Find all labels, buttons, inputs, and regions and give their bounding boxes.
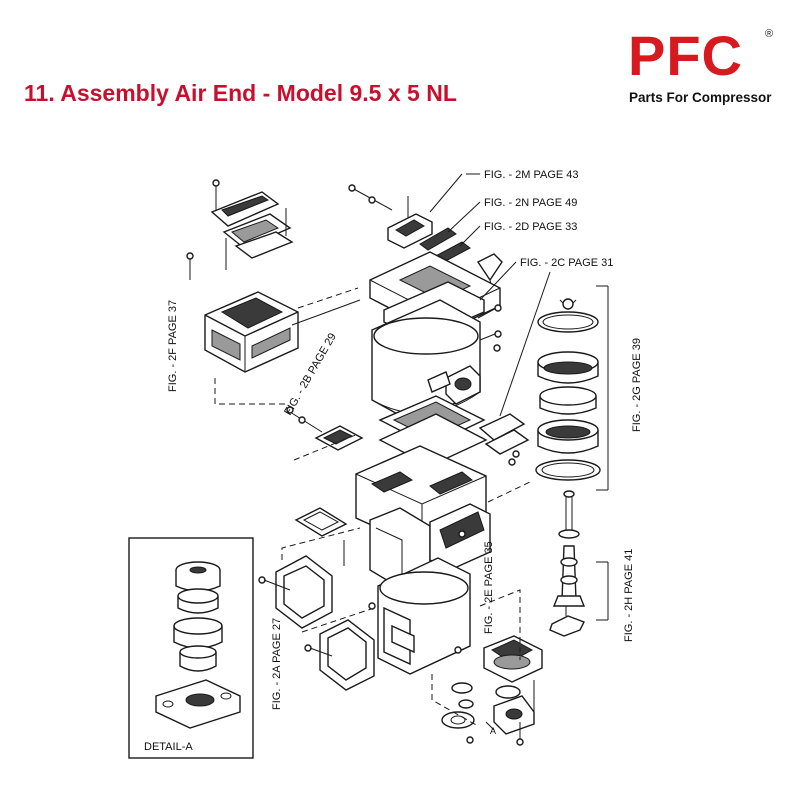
logo-mark: PFC [628,24,743,87]
piston-ring-group [535,298,601,481]
label-fig-2h: FIG. - 2H PAGE 41 [623,549,635,642]
page-title: 11. Assembly Air End - Model 9.5 x 5 NL [24,80,457,106]
label-fig-2g: FIG. - 2G PAGE 39 [631,338,643,432]
side-cover-group [258,507,375,691]
head-cover-group [186,179,299,373]
detail-a-box [128,537,254,759]
label-fig-2e: FIG. - 2E PAGE 35 [483,541,495,634]
frame-group [368,557,471,675]
pfc-logo: PFC ® Parts For Compressor [628,28,778,110]
crank-bearing-group [441,635,543,746]
logo-tagline: Parts For Compressor [629,90,772,105]
label-fig-2c: FIG. - 2C PAGE 31 [520,257,613,269]
registered-mark: ® [765,28,774,40]
label-fig-2d: FIG. - 2D PAGE 33 [484,221,577,233]
label-fig-2m: FIG. - 2M PAGE 43 [484,169,579,181]
label-detail-a: DETAIL-A [144,741,193,753]
valve-plate-group [286,395,530,467]
label-fig-2n: FIG. - 2N PAGE 49 [484,197,577,209]
label-fig-2f: FIG. - 2F PAGE 37 [167,300,179,392]
marker-a: A [490,726,496,736]
cylinder-group [369,251,502,423]
valve-cover-group [348,184,503,291]
crankcase-group [343,445,520,589]
connecting-rod-group [549,490,586,637]
label-fig-2a: FIG. - 2A PAGE 27 [271,618,283,710]
